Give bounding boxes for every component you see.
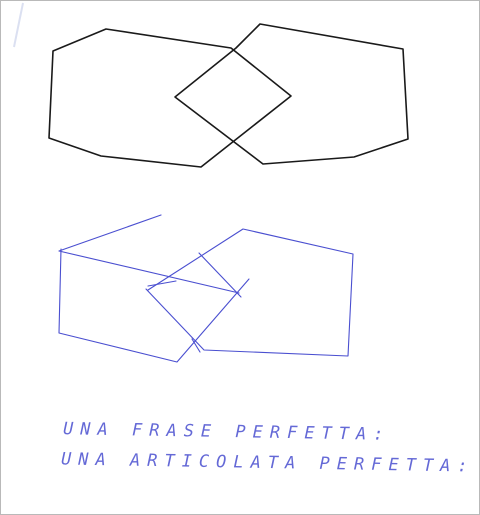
lower-right-shape <box>145 228 354 357</box>
upper-hexagon-figure <box>48 23 409 168</box>
upper-left-hexagon <box>48 28 292 168</box>
upper-right-hexagon <box>174 23 409 165</box>
lower-left-shape <box>58 214 250 363</box>
lower-extra-strokes <box>147 252 242 353</box>
lower-hexagon-figure <box>58 214 354 363</box>
scan-mark <box>13 2 24 48</box>
